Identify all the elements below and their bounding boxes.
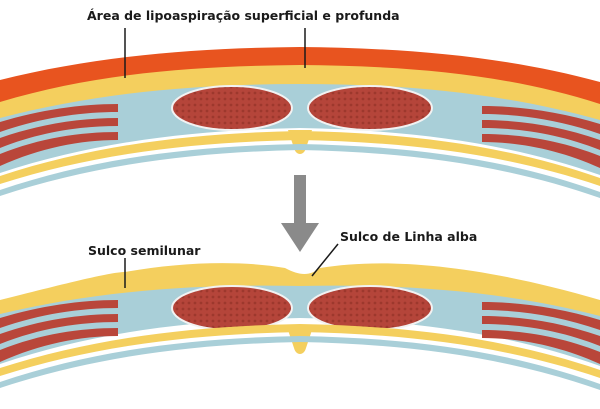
oblique-muscle-left <box>0 118 118 148</box>
cross-section-after <box>0 263 600 390</box>
oblique-muscle-right <box>482 120 600 150</box>
oblique-muscle-left <box>0 132 118 166</box>
label-liposuction-area: Área de lipoaspiração superficial e prof… <box>87 8 400 23</box>
leader-line-linha-alba <box>311 243 339 277</box>
oblique-muscle-right <box>482 134 600 168</box>
fascia-layer <box>0 84 600 175</box>
oblique-muscle-left <box>0 300 118 328</box>
oblique-muscle-left <box>0 314 118 344</box>
oblique-muscle-right <box>482 330 600 364</box>
rectus-muscle-left <box>171 85 293 131</box>
peritoneal-layer <box>0 144 600 198</box>
deep-fat-layer <box>0 65 600 160</box>
label-linea-alba-groove: Sulco de Linha alba <box>340 229 478 244</box>
rectus-muscle-right <box>307 285 433 331</box>
peritoneal-layer <box>0 324 600 378</box>
oblique-muscle-left <box>0 104 118 132</box>
fascia-layer <box>0 285 600 366</box>
down-arrow-icon <box>281 175 319 252</box>
rectus-muscle-left <box>171 285 293 331</box>
deep-fat-layer <box>0 263 600 350</box>
label-semilunar-groove: Sulco semilunar <box>88 243 201 258</box>
oblique-muscle-right <box>482 302 600 330</box>
peritoneal-layer <box>0 336 600 390</box>
rectus-muscle-right <box>307 85 433 131</box>
oblique-muscle-right <box>482 316 600 346</box>
cross-section-before <box>0 47 600 198</box>
oblique-muscle-right <box>482 106 600 134</box>
oblique-muscle-left <box>0 328 118 362</box>
peritoneal-layer <box>0 131 600 186</box>
